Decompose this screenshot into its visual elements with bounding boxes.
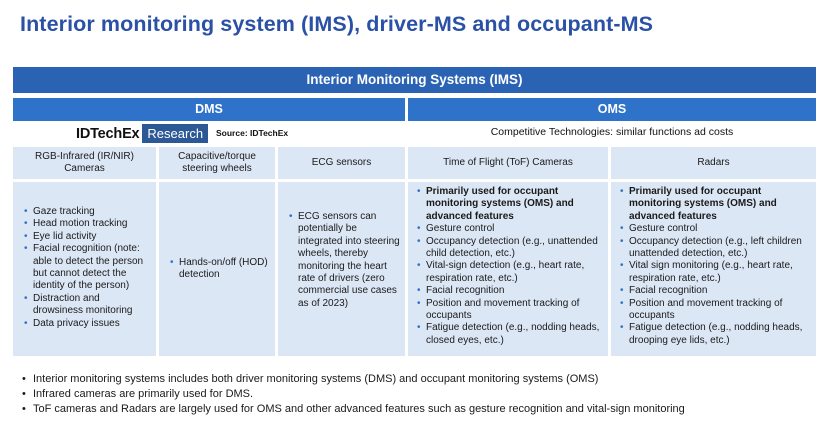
column-body-radars: Primarily used for occupant monitoring s… [611,182,816,356]
feature-list: Primarily used for occupant monitoring s… [615,186,810,347]
summary-notes: Interior monitoring systems includes bot… [20,372,685,417]
idtechex-logo: IDTechEx Research [76,124,209,143]
feature-list: Primarily used for occupant monitoring s… [412,186,604,347]
list-item: Eye lid activity [24,231,152,244]
notes-list: Interior monitoring systems includes bot… [20,372,685,417]
list-item: ECG sensors can potentially be integrate… [289,211,401,310]
list-item: Distraction and drowsiness monitoring [24,293,152,318]
dms-header: DMS [13,98,405,121]
list-item-emphasis: Primarily used for occupant monitoring s… [426,186,574,222]
list-item: Head motion tracking [24,218,152,231]
list-item: Vital sign monitoring (e.g., heart rate,… [620,260,810,285]
list-item: Facial recognition (note: able to detect… [24,243,152,293]
list-item: Facial recognition [417,285,604,298]
list-item: Data privacy issues [24,318,152,331]
source-label: Source: IDTechEx [216,128,289,138]
column-body-rgb-ir-cameras: Gaze tracking Head motion tracking Eye l… [13,182,156,356]
list-item-emphasis: Primarily used for occupant monitoring s… [629,186,777,222]
list-item: Occupancy detection (e.g., unattended ch… [417,236,604,261]
column-header-tof-cameras: Time of Flight (ToF) Cameras [408,147,608,179]
oms-header: OMS [408,98,816,121]
column-body-ecg-sensors: ECG sensors can potentially be integrate… [278,182,405,356]
column-body-tof-cameras: Primarily used for occupant monitoring s… [408,182,608,356]
note-item: Interior monitoring systems includes bot… [22,372,685,387]
column-body-steering-wheels: Hands-on/off (HOD) detection [159,182,275,356]
feature-list: ECG sensors can potentially be integrate… [284,211,401,310]
list-item: Hands-on/off (HOD) detection [170,257,271,282]
list-item: Gaze tracking [24,206,152,219]
logo-brand: IDTechEx [76,125,140,142]
ims-header: Interior Monitoring Systems (IMS) [13,67,816,93]
page-title: Interior monitoring system (IMS), driver… [20,12,654,36]
column-header-rgb-ir-cameras: RGB-Infrared (IR/NIR) Cameras [13,147,156,179]
column-header-radars: Radars [611,147,816,179]
list-item: Occupancy detection (e.g., left children… [620,236,810,261]
list-item: Position and movement tracking of occupa… [620,298,810,323]
column-header-ecg-sensors: ECG sensors [278,147,405,179]
list-item: Primarily used for occupant monitoring s… [620,186,810,223]
list-item: Gesture control [417,223,604,236]
note-item: Infrared cameras are primarily used for … [22,387,685,402]
competitive-label: Competitive Technologies: similar functi… [490,126,734,138]
feature-list: Hands-on/off (HOD) detection [165,257,271,282]
list-item: Primarily used for occupant monitoring s… [417,186,604,223]
list-item: Fatigue detection (e.g., nodding heads, … [417,322,604,347]
note-item: ToF cameras and Radars are largely used … [22,402,685,417]
list-item: Gesture control [620,223,810,236]
logo-research: Research [142,124,209,143]
column-header-steering-wheels: Capacitive/torque steering wheels [159,147,275,179]
feature-list: Gaze tracking Head motion tracking Eye l… [19,206,152,330]
list-item: Vital-sign detection (e.g., heart rate, … [417,260,604,285]
list-item: Fatigue detection (e.g., nodding heads, … [620,322,810,347]
list-item: Facial recognition [620,285,810,298]
list-item: Position and movement tracking of occupa… [417,298,604,323]
